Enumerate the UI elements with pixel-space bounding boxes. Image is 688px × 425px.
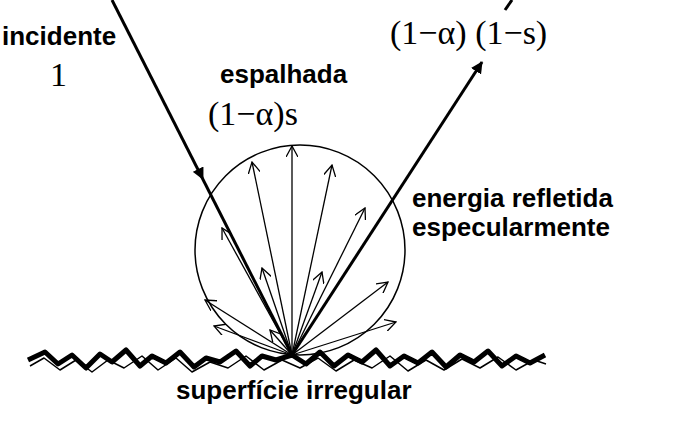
incident-label: incidente xyxy=(2,22,116,51)
specular-value: (1−α) (1−s) xyxy=(390,14,547,51)
surface-texture xyxy=(30,356,546,372)
scattered-value: (1−α)s xyxy=(208,95,298,132)
specular-label: energia refletida especularmente xyxy=(412,184,684,241)
scattered-label: espalhada xyxy=(220,60,347,89)
reflected-ray-stub xyxy=(505,0,512,10)
surface-label: superfície irregular xyxy=(176,376,412,405)
scattered-rays xyxy=(205,146,396,355)
incident-value: 1 xyxy=(50,56,67,93)
incident-ray xyxy=(112,0,292,355)
incident-arrowhead xyxy=(200,173,203,179)
scatter-circle xyxy=(195,145,405,355)
irregular-surface xyxy=(28,350,545,368)
